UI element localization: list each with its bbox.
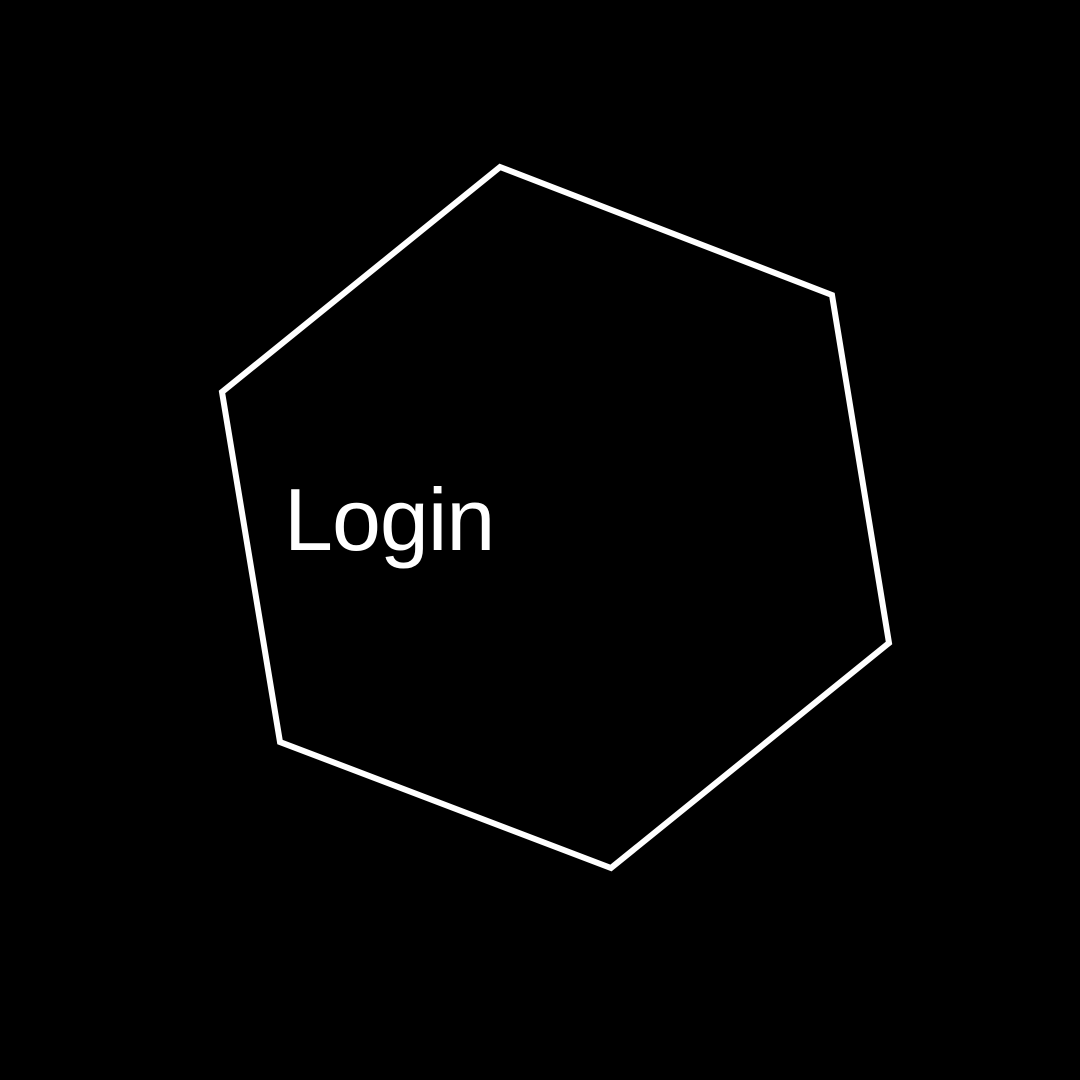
login-button[interactable]: Login (284, 470, 495, 569)
hexagon-outline[interactable] (218, 163, 893, 872)
